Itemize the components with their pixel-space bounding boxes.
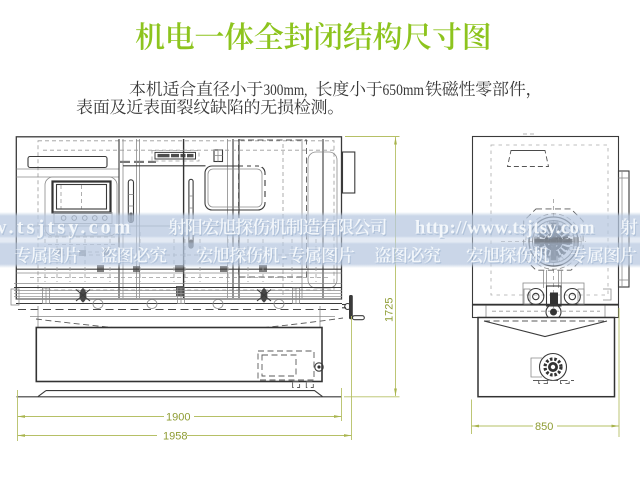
svg-text:-: - xyxy=(281,246,287,266)
svg-text:850: 850 xyxy=(535,421,553,433)
svg-text:650mm: 650mm xyxy=(383,82,425,99)
svg-text:1725: 1725 xyxy=(384,298,396,322)
svg-text:-: - xyxy=(282,247,288,267)
svg-text:w.tsjtsy.com: w.tsjtsy.com xyxy=(0,217,134,239)
svg-text:w.tsjtsy.com: w.tsjtsy.com xyxy=(0,218,135,240)
svg-text:http://www.tsjtsy.com: http://www.tsjtsy.com xyxy=(415,219,595,239)
svg-text:300mm,: 300mm, xyxy=(264,82,308,99)
svg-text:1958: 1958 xyxy=(163,431,187,443)
svg-text:http://www.tsjtsy.com: http://www.tsjtsy.com xyxy=(416,220,596,240)
svg-text:1900: 1900 xyxy=(166,412,190,424)
